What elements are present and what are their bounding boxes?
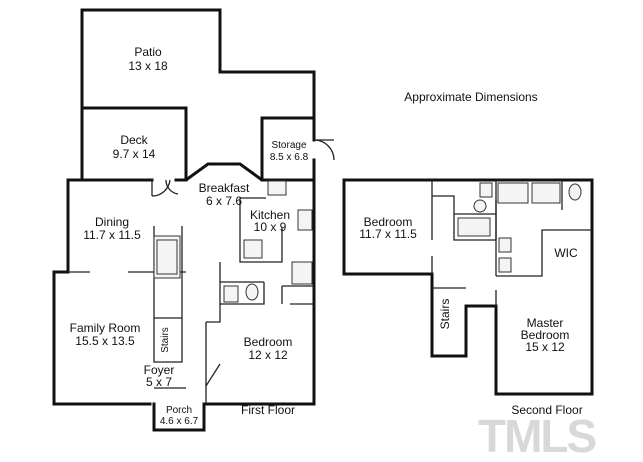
watermark: TMLS [478,410,596,462]
closet-walls [281,285,314,305]
wic-label: WIC [554,246,578,260]
shower-icon [531,182,561,204]
patio-label: Patio [134,45,162,59]
kitchen-sink-icon [297,209,313,231]
kitchen-label: Kitchen [250,208,290,222]
deck-label: Deck [120,133,148,147]
kitchen-size: 10 x 9 [254,220,287,234]
second-floor-outer-walls [342,178,594,396]
storage-size: 8.5 x 6.8 [270,152,309,163]
master-bedroom-size: 15 x 12 [525,340,565,354]
wic-walls [496,229,592,277]
toilet-icon [245,283,259,301]
fridge-icon [291,261,313,285]
deck-walls [80,106,188,182]
storage-label: Storage [271,140,306,151]
stairs-label-second: Stairs [438,299,452,330]
porch-label: Porch [166,405,192,416]
first-floor-outer-walls [52,162,316,406]
foyer-label: Foyer [144,363,175,377]
breakfast-size: 6 x 7.6 [206,194,242,208]
master-bedroom-label-2: Bedroom [521,328,570,342]
bath-walls [219,262,265,305]
deck-door-swing [165,179,179,195]
foyer-size: 5 x 7 [146,375,172,389]
toilet-icon-2 [473,199,487,213]
master-toilet-icon [568,183,582,201]
dishwasher-icon [243,239,263,259]
dining-label: Dining [95,215,129,229]
second-floor-plan [342,178,594,396]
bedroom-size-first: 12 x 12 [248,348,288,362]
second-floor-caption: Second Floor [511,403,582,417]
sink-icon [156,239,178,275]
bedroom-size-second: 11.7 x 11.5 [359,227,417,241]
stairs-column [153,226,183,363]
bedroom-door [205,363,221,387]
bedroom-west-wall [205,304,221,404]
master-bedroom-label-1: Master [527,316,564,330]
approx-dimensions-note: Approximate Dimensions [404,90,537,104]
patio-size: 13 x 18 [128,59,168,73]
deck-size: 9.7 x 14 [113,147,156,161]
master-tub-icon [497,182,529,204]
dining-size: 11.7 x 11.5 [83,228,141,242]
vanity-icon-2 [498,237,512,253]
range-icon [267,180,287,196]
porch-size: 4.6 x 6.7 [160,416,199,427]
breakfast-label: Breakfast [199,181,250,195]
sink-icon-2 [479,182,493,198]
kitchen-island [239,197,283,263]
deck-door [151,179,171,197]
patio-walls [80,8,316,120]
first-floor-plan [52,8,335,432]
porch-walls [152,402,206,432]
stairs-label-first: Stairs [160,327,171,353]
family-room-size: 15.5 x 13.5 [75,334,135,348]
storage-door [313,139,335,161]
vanity-icon-3 [498,257,512,273]
tub-icon [457,217,491,237]
bedroom-label-second: Bedroom [364,215,413,229]
first-floor-caption: First Floor [241,403,295,417]
family-room-label: Family Room [70,321,141,335]
bedroom-label-first: Bedroom [244,335,293,349]
storage-walls [260,116,316,182]
vanity-icon [223,285,239,303]
